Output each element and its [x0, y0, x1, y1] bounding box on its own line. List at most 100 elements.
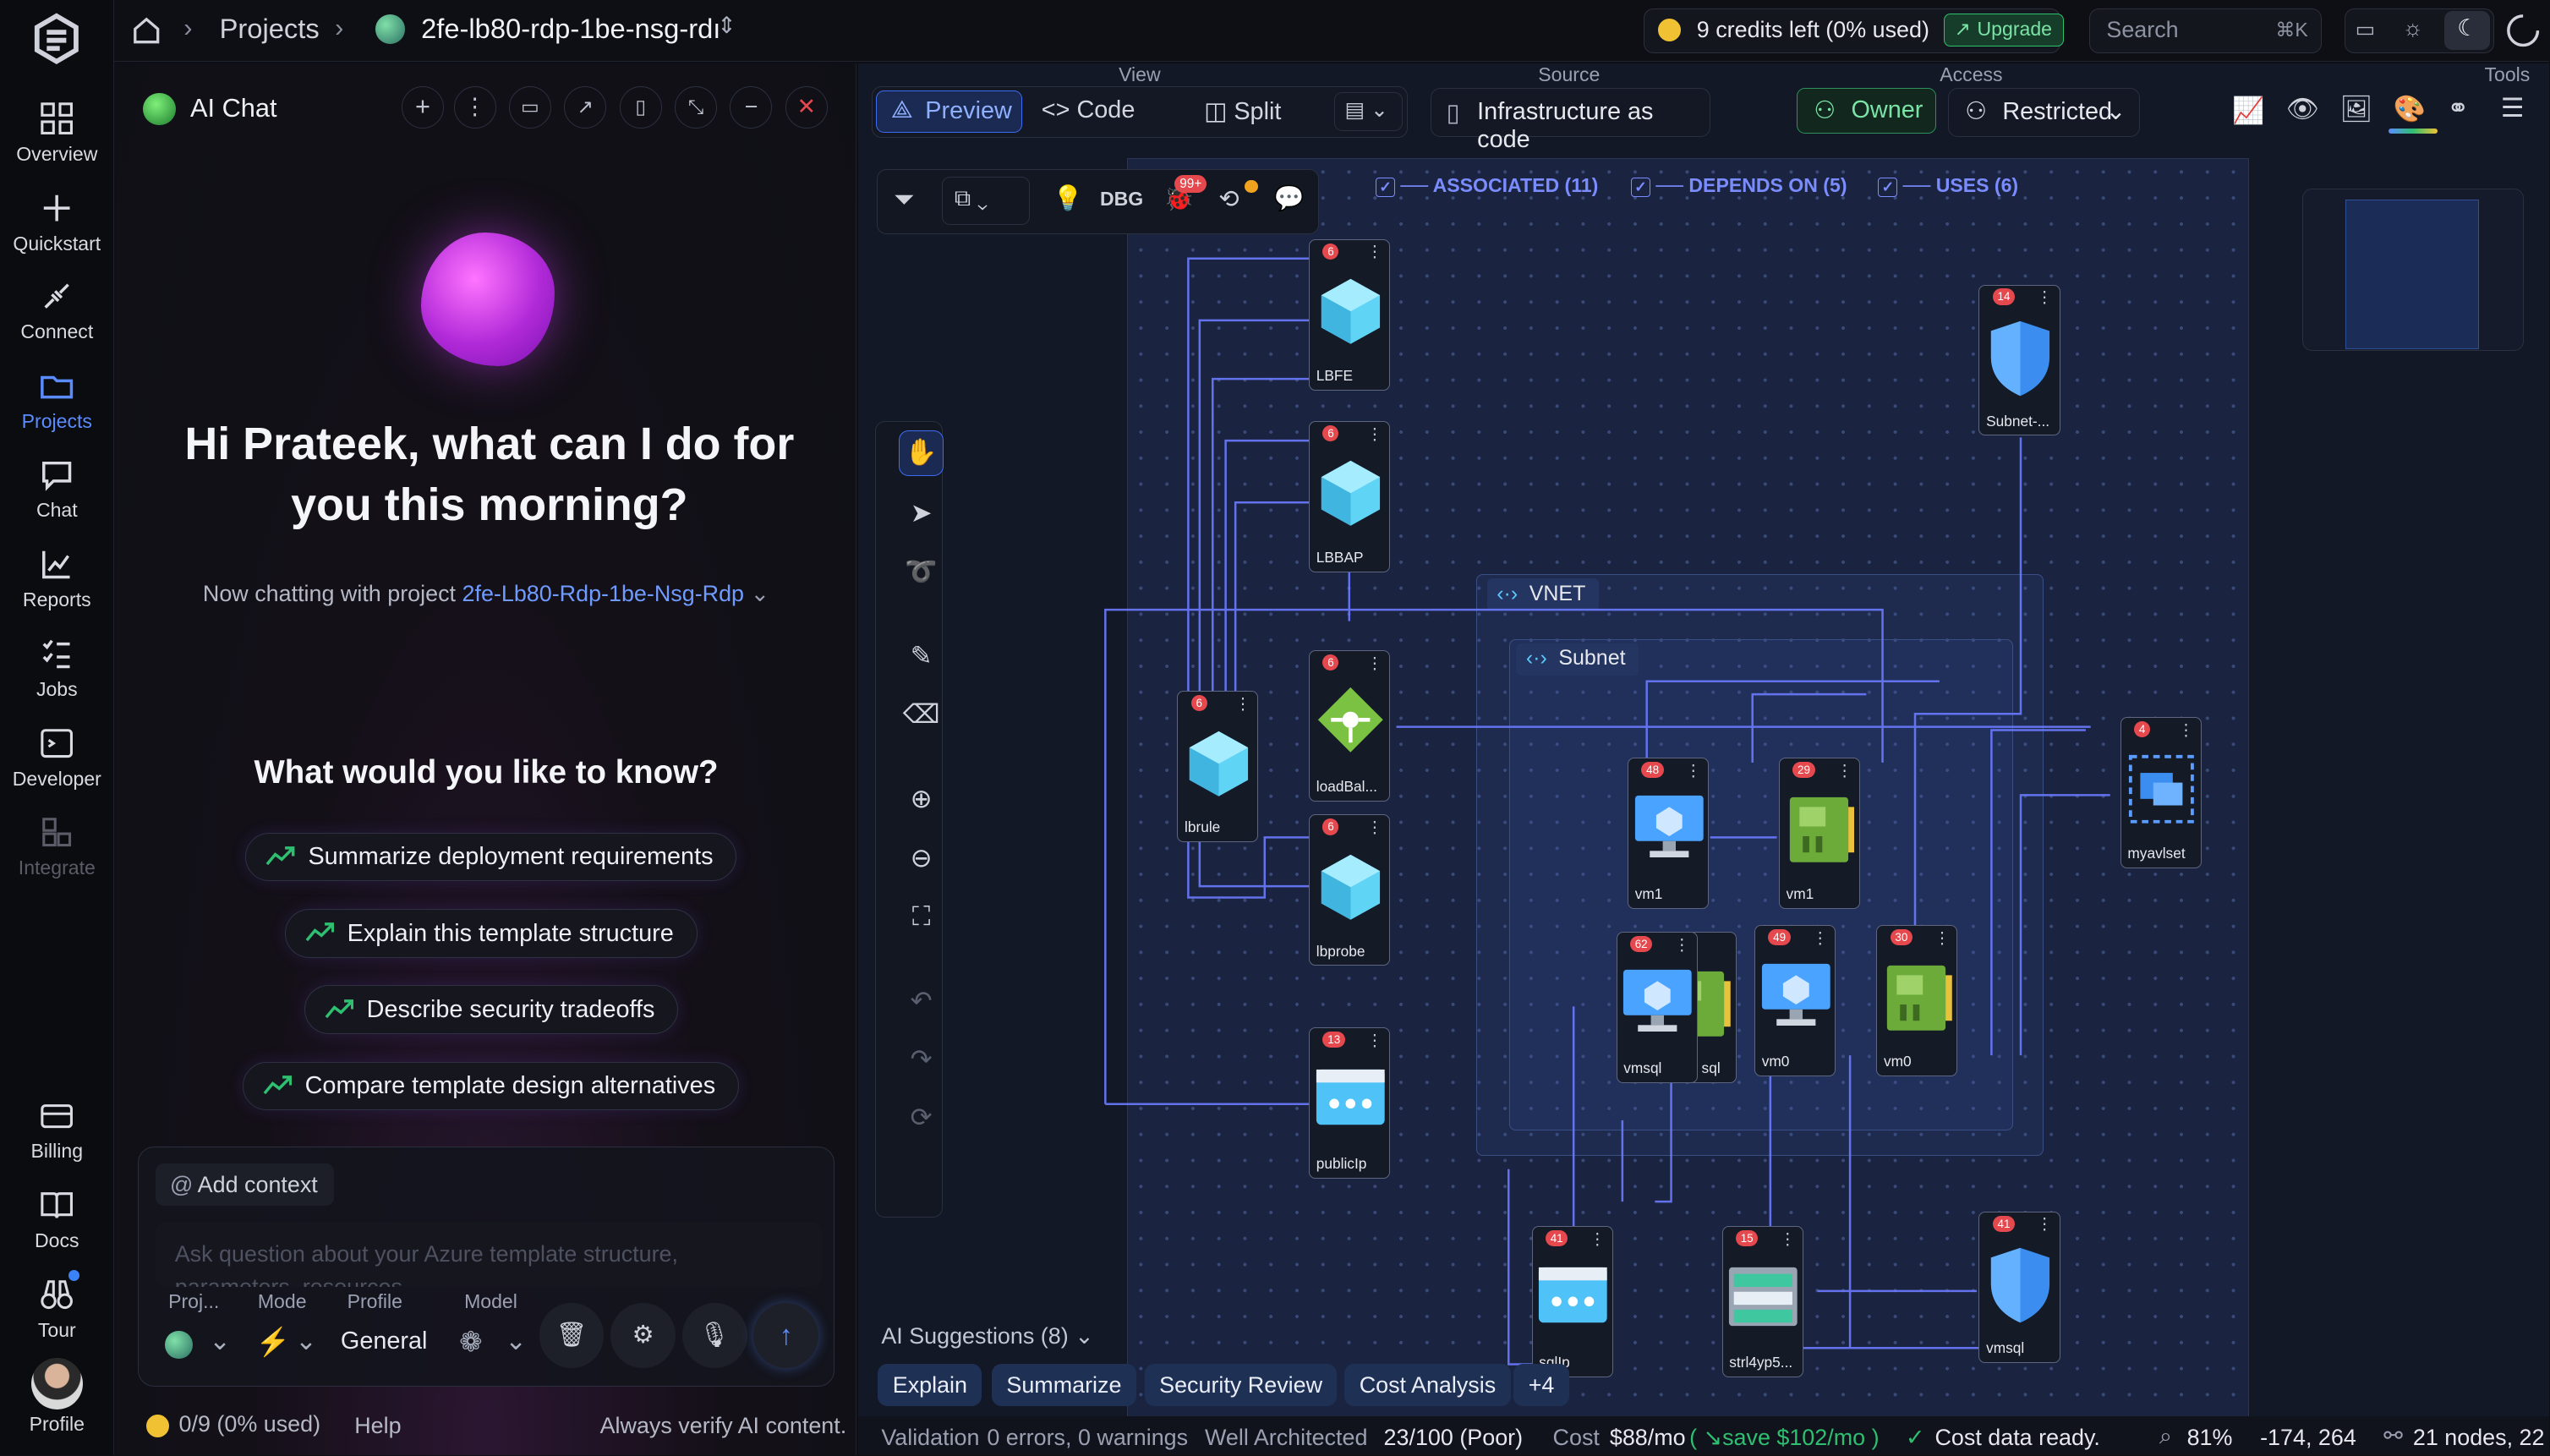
source-button[interactable]: ▯Infrastructure as code: [1431, 87, 1711, 153]
nav-projects[interactable]: Projects: [0, 368, 114, 433]
nav-connect[interactable]: Connect: [0, 278, 114, 343]
undo-icon[interactable]: ↶: [910, 985, 933, 1015]
layout-dropdown[interactable]: ▤ ⌄: [1333, 91, 1403, 131]
minimap[interactable]: [2302, 189, 2524, 352]
sliders-icon[interactable]: ⚙: [610, 1303, 676, 1369]
resource-node[interactable]: 6⋮ LBFE: [1309, 238, 1391, 391]
zoom-level[interactable]: 81%: [2186, 1424, 2233, 1450]
tab-preview[interactable]: ⟁Preview: [875, 90, 1022, 133]
resource-node[interactable]: 4⋮ myavlset: [2120, 717, 2202, 868]
hand-pan-icon[interactable]: ✋: [898, 430, 944, 476]
more-vertical-icon[interactable]: ⋮: [1366, 244, 1383, 262]
lightbulb-icon[interactable]: 💡: [1053, 185, 1084, 213]
more-vertical-icon[interactable]: ⋮: [1589, 1230, 1606, 1249]
diagram-canvas[interactable]: View Source Access Tools ⟁Preview <> Cod…: [858, 63, 2550, 1456]
more-vertical-icon[interactable]: ⋮: [2036, 1216, 2053, 1234]
suggest-more-button[interactable]: +4: [1513, 1364, 1569, 1407]
legend-item-associated[interactable]: ✓ ── ASSOCIATED (11): [1375, 174, 1598, 197]
resource-node[interactable]: 30⋮ vm0: [1876, 925, 1958, 1077]
reset-icon[interactable]: ⟳: [910, 1103, 933, 1133]
profile-selector[interactable]: General: [340, 1327, 428, 1355]
pencil-icon[interactable]: ✎: [910, 641, 933, 671]
suggest-summarize-button[interactable]: Summarize: [992, 1364, 1136, 1407]
screen-icon[interactable]: ▭: [508, 85, 551, 129]
logo-icon[interactable]: [32, 13, 81, 65]
chat-input[interactable]: Ask question about your Azure template s…: [155, 1222, 823, 1288]
send-button[interactable]: ↑: [753, 1303, 819, 1369]
palette-icon[interactable]: 🎨: [2393, 93, 2427, 123]
new-chat-icon[interactable]: +: [401, 85, 444, 129]
nav-jobs[interactable]: Jobs: [0, 636, 114, 701]
sun-icon[interactable]: ☼: [2402, 15, 2424, 41]
nav-docs[interactable]: Docs: [0, 1187, 114, 1252]
history-icon[interactable]: ⟲: [1218, 186, 1239, 214]
resource-node[interactable]: 6⋮ lbprobe: [1309, 814, 1391, 966]
resource-node[interactable]: 48⋮ vm1: [1628, 758, 1710, 909]
external-link-icon[interactable]: ↗: [564, 85, 607, 129]
validation-status[interactable]: 0 errors, 0 warnings: [987, 1424, 1189, 1450]
zoom-out-icon[interactable]: ⊖: [910, 842, 933, 873]
close-icon[interactable]: ✕: [785, 85, 828, 129]
resource-node[interactable]: 6⋮ loadBal...: [1309, 650, 1391, 802]
tab-code[interactable]: <> Code: [1042, 96, 1135, 124]
well-architected-score[interactable]: 23/100 (Poor): [1383, 1424, 1524, 1450]
ai-suggestions-toggle[interactable]: AI Suggestions (8) ⌄: [881, 1323, 1093, 1349]
more-vertical-icon[interactable]: ⋮: [1673, 936, 1690, 955]
resource-node[interactable]: 15⋮ strl4yp5...: [1721, 1226, 1803, 1377]
moon-icon[interactable]: ☾: [2444, 10, 2491, 50]
more-vertical-icon[interactable]: ⋮: [1366, 425, 1383, 444]
suggestion-chip[interactable]: Compare template design alternatives: [242, 1061, 740, 1111]
access-dropdown[interactable]: ⚇Restricted⌄: [1947, 87, 2140, 137]
microphone-icon[interactable]: 🎙: [681, 1303, 747, 1369]
minimize-icon[interactable]: −: [730, 85, 773, 129]
resource-node[interactable]: 6⋮ lbrule: [1177, 691, 1259, 843]
resource-node[interactable]: 6⋮ LBBAP: [1309, 421, 1391, 572]
monitor-icon[interactable]: ▭: [2355, 18, 2376, 42]
more-vertical-icon[interactable]: ⋮: [2036, 289, 2053, 308]
lasso-icon[interactable]: ➰: [905, 556, 938, 587]
chevron-updown-icon[interactable]: ⇕: [717, 13, 736, 39]
breadcrumb-projects[interactable]: Projects: [219, 13, 320, 45]
more-vertical-icon[interactable]: ⋮: [2177, 721, 2195, 740]
upgrade-button[interactable]: ↗Upgrade: [1944, 14, 2065, 47]
fit-view-icon[interactable]: ⛶: [911, 900, 931, 931]
model-selector[interactable]: ❁ ⌄: [459, 1326, 531, 1361]
suggest-security-review-button[interactable]: Security Review: [1144, 1364, 1338, 1407]
cost-value[interactable]: $88/mo: [1609, 1424, 1686, 1450]
redo-icon[interactable]: ↷: [910, 1044, 933, 1074]
eraser-icon[interactable]: ⌫: [902, 699, 940, 730]
more-vertical-icon[interactable]: ⋮: [1234, 696, 1251, 714]
more-vertical-icon[interactable]: ⋮: [1366, 819, 1383, 838]
more-vertical-icon[interactable]: ⋮: [1366, 1032, 1383, 1051]
owner-badge[interactable]: ⚇Owner: [1797, 87, 1937, 134]
eye-icon[interactable]: 👁: [2285, 93, 2319, 123]
settings-sliders-icon[interactable]: ☰: [2500, 92, 2525, 123]
suggest-cost-analysis-button[interactable]: Cost Analysis: [1344, 1364, 1511, 1407]
suggest-explain-button[interactable]: Explain: [878, 1364, 982, 1407]
suggestion-chip[interactable]: Explain this template structure: [284, 909, 698, 958]
tab-split[interactable]: ◫ Split: [1204, 96, 1281, 126]
nav-quickstart[interactable]: Quickstart: [0, 190, 114, 255]
resource-node[interactable]: 13⋮ publicIp: [1309, 1027, 1391, 1180]
nav-reports[interactable]: Reports: [0, 546, 114, 611]
pointer-icon[interactable]: ➤: [910, 497, 933, 528]
filter-icon[interactable]: ⏷: [893, 184, 915, 215]
more-vertical-icon[interactable]: ⋮: [453, 85, 496, 129]
more-vertical-icon[interactable]: ⋮: [1779, 1230, 1796, 1249]
nav-developer[interactable]: Developer: [0, 725, 114, 791]
cost-savings[interactable]: ( ↘save $102/mo ): [1689, 1424, 1880, 1450]
nav-overview[interactable]: Overview: [0, 101, 114, 166]
chart-icon[interactable]: 📈: [2232, 95, 2265, 125]
image-icon[interactable]: 🖼: [2339, 93, 2373, 123]
chatting-project-link[interactable]: 2fe-Lb80-Rdp-1be-Nsg-Rdp: [462, 580, 745, 606]
zoom-in-icon[interactable]: ⊕: [910, 784, 933, 814]
project-selector[interactable]: ⌄: [165, 1326, 231, 1361]
legend-item-depends-on[interactable]: ✓ ── DEPENDS ON (5): [1630, 174, 1847, 197]
hierarchy-dropdown[interactable]: ⧉ ⌄: [942, 176, 1031, 226]
connections-icon[interactable]: ⚭: [2447, 92, 2470, 123]
more-vertical-icon[interactable]: ⋮: [1812, 930, 1829, 948]
more-vertical-icon[interactable]: ⋮: [1934, 930, 1951, 948]
search-box[interactable]: Search ⌘K: [2089, 8, 2323, 54]
resource-node[interactable]: 29⋮ vm1: [1778, 758, 1860, 909]
mode-selector[interactable]: ⚡ ⌄: [256, 1326, 317, 1361]
